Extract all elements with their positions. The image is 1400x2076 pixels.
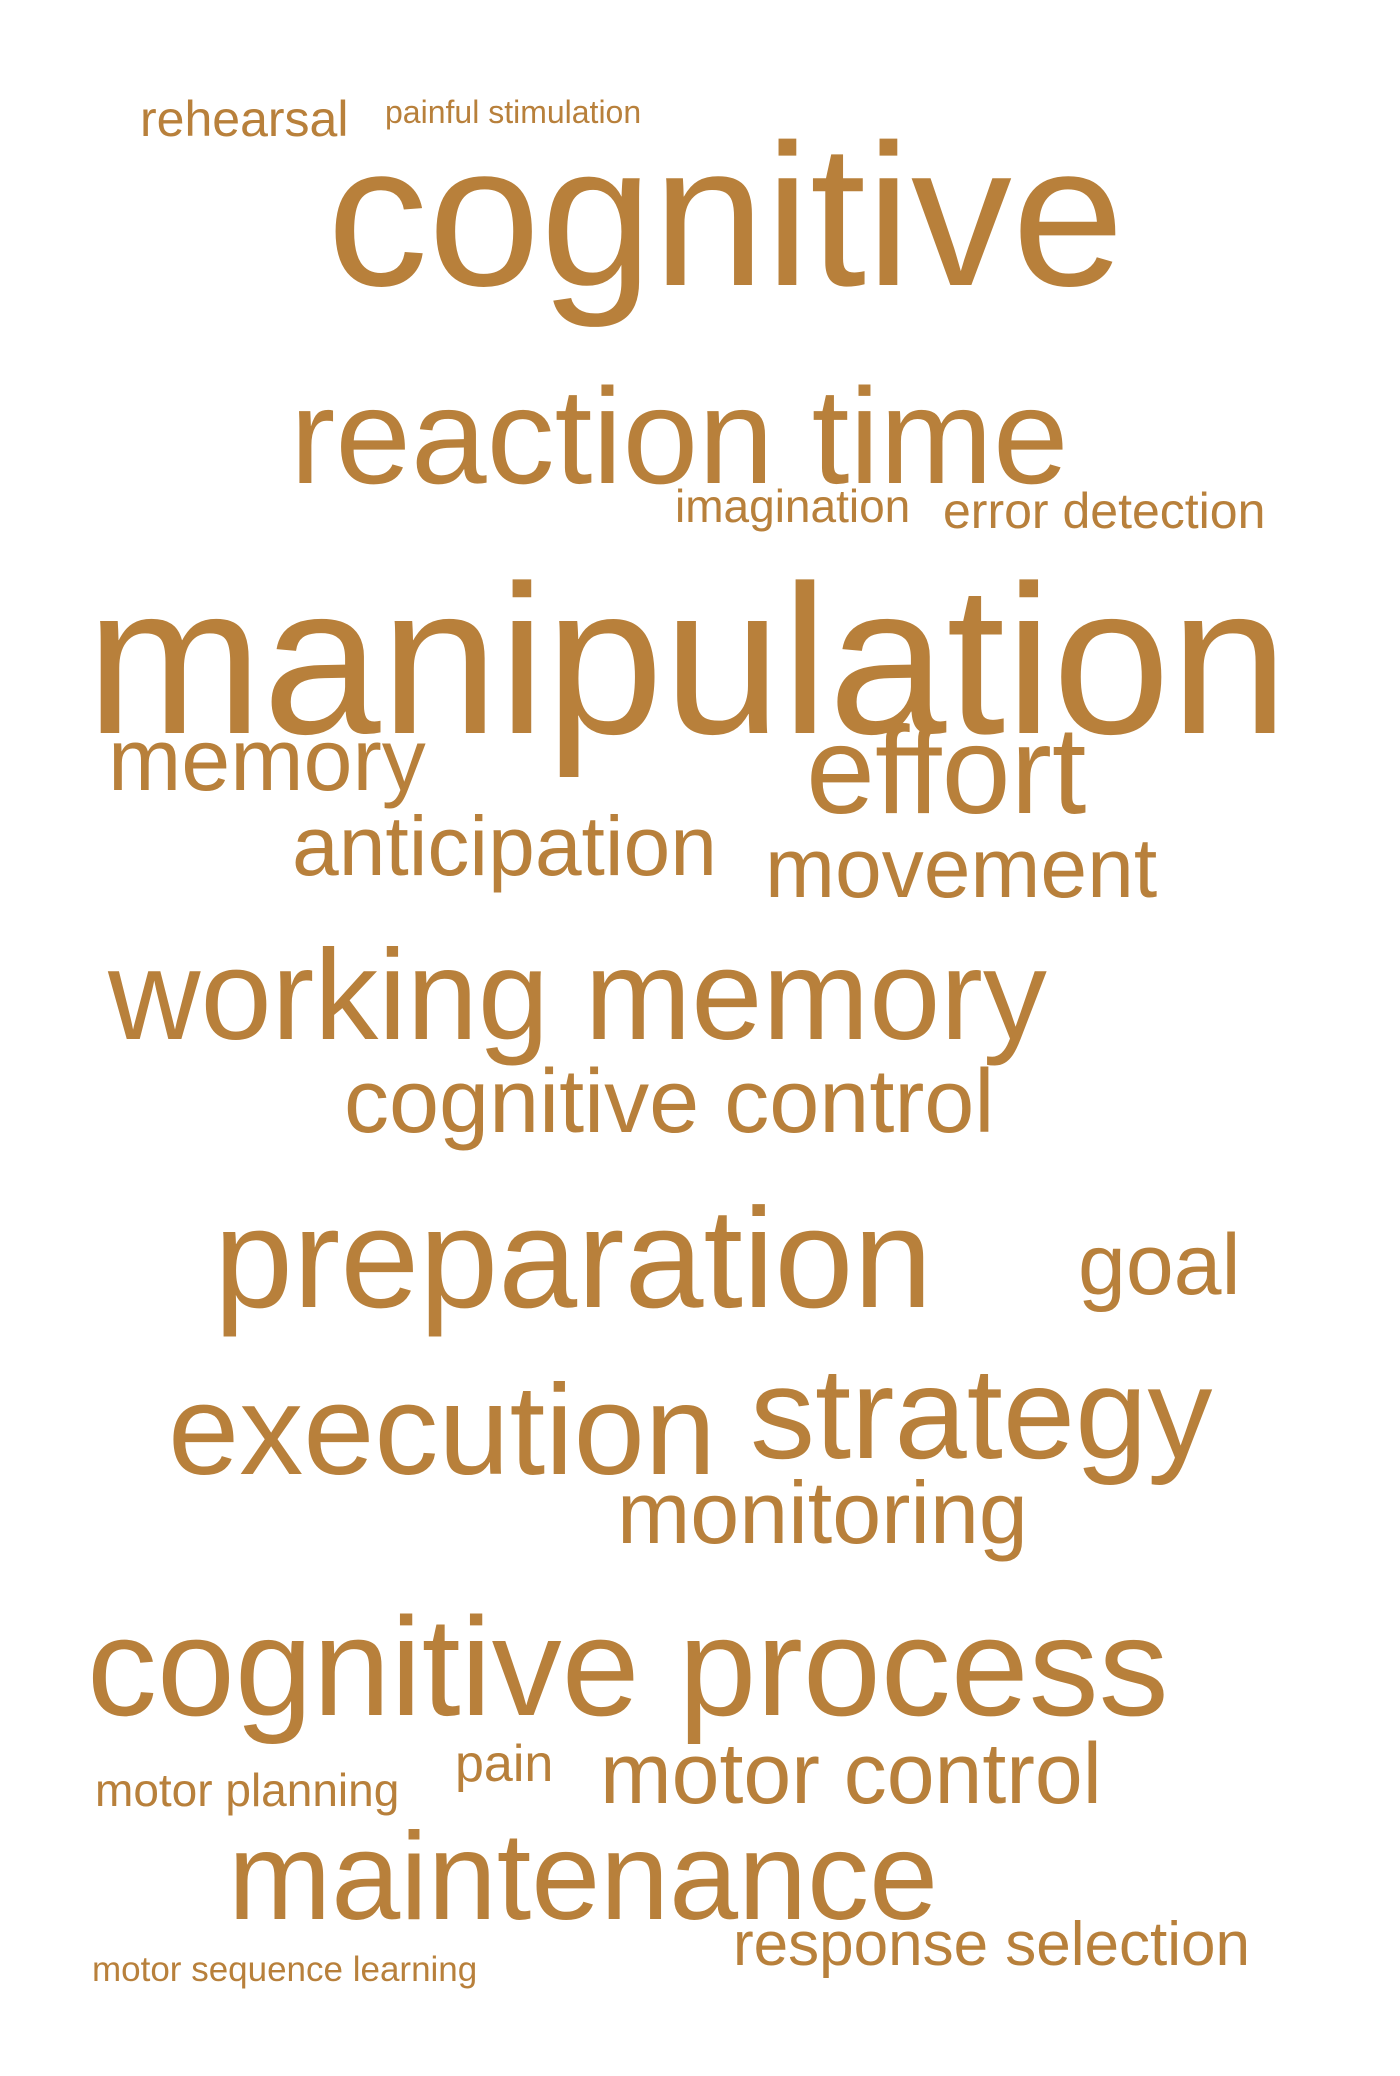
word-motor-control: motor control <box>600 1726 1102 1822</box>
word-goal: goal <box>1078 1217 1241 1313</box>
word-pain: pain <box>455 1735 554 1793</box>
word-imagination: imagination <box>675 480 911 532</box>
word-execution: execution <box>168 1359 716 1502</box>
word-manipulation: manipulation <box>86 541 1289 778</box>
word-reaction-time: reaction time <box>290 360 1069 512</box>
word-rehearsal: rehearsal <box>140 91 349 147</box>
word-motor-planning: motor planning <box>95 1764 400 1816</box>
word-error-detection: error detection <box>943 483 1266 539</box>
word-cognitive-control: cognitive control <box>344 1052 995 1152</box>
word-strategy: strategy <box>750 1340 1213 1486</box>
word-cognitive: cognitive <box>327 102 1125 328</box>
word-motor-sequence-learning: motor sequence learning <box>92 1950 478 1989</box>
word-anticipation: anticipation <box>292 799 717 893</box>
word-painful-stimulation: painful stimulation <box>385 94 642 130</box>
word-maintenance: maintenance <box>228 1808 939 1946</box>
word-effort: effort <box>806 702 1087 840</box>
word-monitoring: monitoring <box>617 1463 1028 1562</box>
word-working-memory: working memory <box>108 924 1047 1067</box>
word-cognitive-process: cognitive process <box>87 1588 1169 1745</box>
word-preparation: preparation <box>214 1179 933 1338</box>
word-response-selection: response selection <box>733 1910 1250 1979</box>
word-memory: memory <box>108 710 426 809</box>
word-movement: movement <box>765 821 1158 915</box>
